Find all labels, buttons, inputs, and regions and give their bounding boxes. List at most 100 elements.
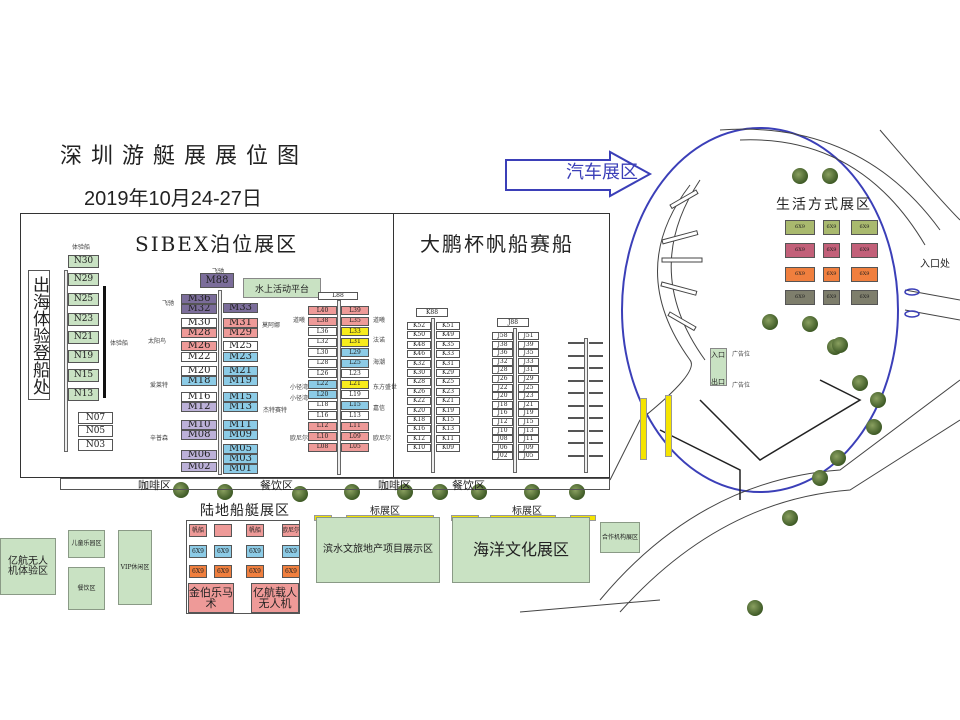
- booth-K28: K28: [407, 378, 431, 387]
- booth-N13: N13: [68, 388, 99, 401]
- sailboat-mooring: [568, 442, 584, 444]
- booth-M36: M36: [181, 294, 217, 304]
- lifestyle-title: 生活方式展区: [776, 197, 872, 213]
- std-zone-1: 标展区: [370, 506, 400, 517]
- booth-M10: M10: [181, 420, 217, 430]
- booth-L26: L26: [308, 369, 337, 378]
- booth-J02: J02: [492, 452, 513, 461]
- sailboat-mooring: [568, 367, 584, 369]
- lifestyle-ellipse: [621, 127, 899, 493]
- tree-icon: [762, 314, 778, 330]
- divider: [393, 213, 394, 478]
- n-top-label: 体验船: [72, 244, 91, 251]
- zone-binshui: 滨水文旅地产项目展示区: [316, 517, 440, 583]
- land-booth: 帆船: [246, 524, 264, 537]
- exhibitor-note: 飞驰: [212, 268, 225, 275]
- booth-M28: M28: [181, 328, 217, 338]
- booth-J15: J15: [518, 418, 539, 426]
- booth-J58: J58: [492, 332, 513, 340]
- booth-L15: L15: [341, 400, 369, 410]
- booth-J08: J08: [492, 435, 513, 444]
- exhibitor-note: 莫阿娜: [262, 322, 281, 329]
- booth-J31: J31: [518, 366, 539, 375]
- booth-L35: L35: [341, 316, 369, 326]
- lifestyle-booth: 6X9: [823, 290, 840, 305]
- exhibitor-note: 飞驰: [162, 300, 175, 307]
- booth-M11: M11: [223, 420, 258, 430]
- strip-cafe-1: 咖啡区: [138, 479, 171, 492]
- exhibitor-note: 嘉信: [373, 405, 386, 412]
- booth-J16: J16: [492, 409, 513, 418]
- zone-partner: 合作机构展区: [600, 522, 640, 553]
- lifestyle-booth: 6X9: [785, 220, 815, 235]
- exhibitor-note: 爱莱特: [150, 382, 169, 389]
- sailboat-mooring: [568, 454, 584, 457]
- map-title: 深圳游艇展展位图: [60, 144, 309, 169]
- exhibitor-note: 杰特赛特: [263, 407, 288, 414]
- booth-N30: N30: [68, 255, 99, 268]
- booth-K88: K88: [416, 308, 448, 317]
- booth-K29: K29: [436, 369, 460, 377]
- booth-L19: L19: [341, 390, 369, 399]
- land-booth: [214, 524, 232, 537]
- booth-M22: M22: [181, 352, 217, 362]
- booth-M32: M32: [181, 304, 217, 314]
- booth-M06: M06: [181, 450, 217, 460]
- booth-K16: K16: [407, 425, 431, 434]
- booth-L18: L18: [308, 400, 337, 410]
- sibex-title: SIBEX泊位展区: [135, 232, 299, 256]
- booth-M13: M13: [223, 402, 258, 412]
- exhibitor-note: 道曦: [373, 317, 386, 324]
- exhibitor-note: 法诺: [373, 337, 386, 344]
- booth-J88: J88: [497, 318, 529, 327]
- land-booth: 6X9: [246, 565, 264, 578]
- exhibitor-note: 道曦: [293, 317, 306, 324]
- booth-L39: L39: [341, 306, 369, 315]
- tree-icon: [832, 337, 848, 353]
- booth-L31: L31: [341, 337, 369, 347]
- land-booth: 6X9: [246, 545, 264, 558]
- booth-N29: N29: [68, 273, 99, 286]
- booth-L20: L20: [308, 390, 337, 399]
- booth-J20: J20: [492, 392, 513, 401]
- booth-J29: J29: [518, 375, 539, 383]
- land-booth: 6X9: [214, 565, 232, 578]
- sailboat-mooring: [589, 367, 603, 369]
- booth-K31: K31: [436, 359, 460, 368]
- booth-L12: L12: [308, 421, 337, 431]
- entrance-label: 入口处: [920, 259, 950, 270]
- sailboat-mooring: [568, 429, 584, 432]
- car-zone-arrow: [505, 150, 653, 198]
- booth-K23: K23: [436, 387, 460, 396]
- tree-icon: [569, 484, 585, 500]
- booth-M19: M19: [223, 376, 258, 386]
- sailboat-mooring: [589, 392, 603, 394]
- booth-M88: M88: [200, 273, 234, 288]
- booth-J32: J32: [492, 357, 513, 366]
- tree-icon: [852, 375, 868, 391]
- booth-M18: M18: [181, 376, 217, 386]
- booth-M03: M03: [223, 454, 258, 464]
- booth-J22: J22: [492, 383, 513, 392]
- sailboat-mooring: [568, 342, 584, 344]
- strip-cafe-2: 咖啡区: [378, 479, 411, 492]
- strip-food-2: 餐饮区: [452, 479, 485, 492]
- booth-N05: N05: [78, 425, 113, 437]
- booth-J12: J12: [492, 418, 513, 426]
- n-side-label: 体验船: [110, 340, 129, 347]
- booth-J18: J18: [492, 400, 513, 409]
- booth-L10: L10: [308, 432, 337, 441]
- booth-N03: N03: [78, 439, 113, 451]
- booth-K30: K30: [407, 369, 431, 377]
- booth-J09: J09: [518, 443, 539, 452]
- exhibitor-note: 太阳鸟: [148, 338, 167, 345]
- booth-L08: L08: [308, 442, 337, 452]
- car-zone-label: 汽车展区: [566, 162, 638, 182]
- booth-L32: L32: [308, 337, 337, 347]
- booth-J35: J35: [518, 349, 539, 358]
- booth-K09: K09: [436, 444, 460, 453]
- booth-L33: L33: [341, 327, 369, 336]
- booth-M29: M29: [223, 328, 258, 338]
- sailboat-mooring: [589, 417, 603, 419]
- booth-L28: L28: [308, 358, 337, 368]
